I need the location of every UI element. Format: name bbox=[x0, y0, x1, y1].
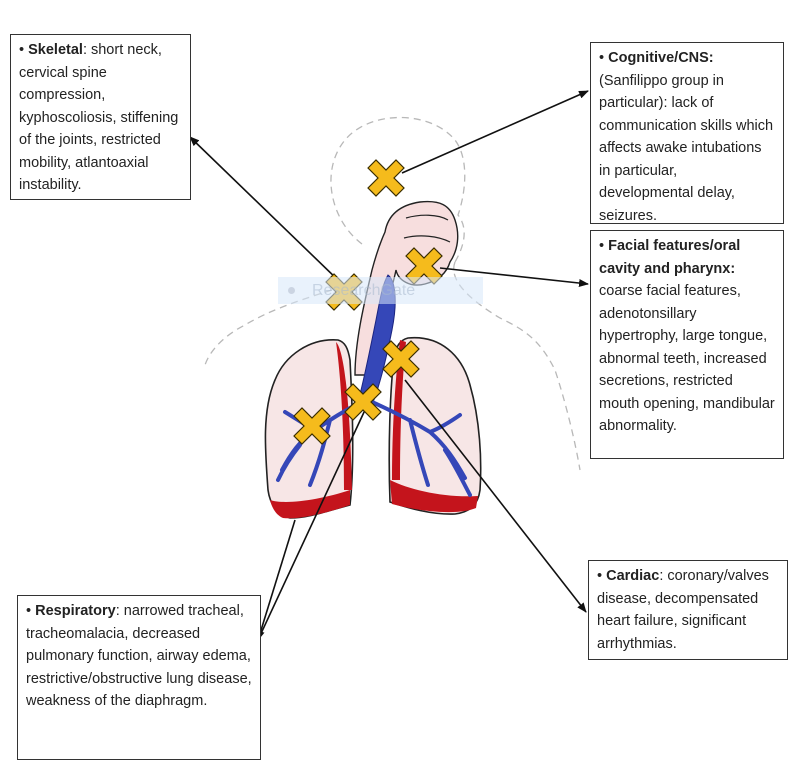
arrow-cardiac bbox=[404, 379, 587, 613]
marker-trachea-x bbox=[344, 383, 382, 421]
marker-lung-x bbox=[293, 407, 331, 445]
watermark-dot-icon bbox=[288, 287, 295, 294]
marker-cardiac-x bbox=[382, 340, 420, 378]
bullet: • bbox=[599, 238, 605, 254]
arrow-cns bbox=[401, 90, 589, 174]
callout-heading: Respiratory bbox=[35, 603, 116, 619]
callout-text: : narrowed tracheal, tracheomalacia, dec… bbox=[26, 603, 252, 709]
watermark: ResearchGate bbox=[278, 277, 483, 304]
callout-text: coarse facial features, adenotonsillary … bbox=[599, 283, 775, 434]
marker-cns-x bbox=[367, 159, 405, 197]
callout-heading: Skeletal bbox=[28, 42, 83, 58]
bullet: • bbox=[597, 568, 603, 584]
left-lung-vessel bbox=[270, 342, 352, 519]
bullet: • bbox=[19, 42, 25, 58]
callout-cognitive-cns: • Cognitive/CNS: (Sanfilippo group in pa… bbox=[590, 42, 784, 224]
callout-heading: Cognitive/CNS: bbox=[608, 50, 714, 66]
callout-text: : short neck, cervical spine compression… bbox=[19, 42, 179, 193]
callout-respiratory: • Respiratory: narrowed tracheal, trache… bbox=[17, 595, 261, 760]
callout-facial-features: • Facial features/oral cavity and pharyn… bbox=[590, 230, 784, 459]
marker-facial-x bbox=[405, 247, 443, 285]
watermark-text: ResearchGate bbox=[312, 282, 416, 299]
callout-skeletal: • Skeletal: short neck, cervical spine c… bbox=[10, 34, 191, 200]
callout-cardiac: • Cardiac: coronary/valves disease, deco… bbox=[588, 560, 788, 660]
callout-text: : coronary/valves disease, decompensated… bbox=[597, 568, 769, 652]
bullet: • bbox=[599, 50, 605, 66]
callout-heading: Facial features/oral cavity and pharynx: bbox=[599, 238, 741, 277]
tongue-lines bbox=[403, 214, 451, 243]
callout-heading: Cardiac bbox=[606, 568, 660, 584]
callout-text: (Sanfilippo group in particular): lack o… bbox=[599, 72, 774, 224]
bullet: • bbox=[26, 603, 32, 619]
pharynx-shape bbox=[354, 200, 459, 376]
arrow-facial bbox=[439, 267, 589, 288]
arrow-respiratory-1 bbox=[256, 519, 296, 641]
arrow-skeletal bbox=[189, 136, 341, 283]
arrow-respiratory-2 bbox=[257, 409, 366, 641]
